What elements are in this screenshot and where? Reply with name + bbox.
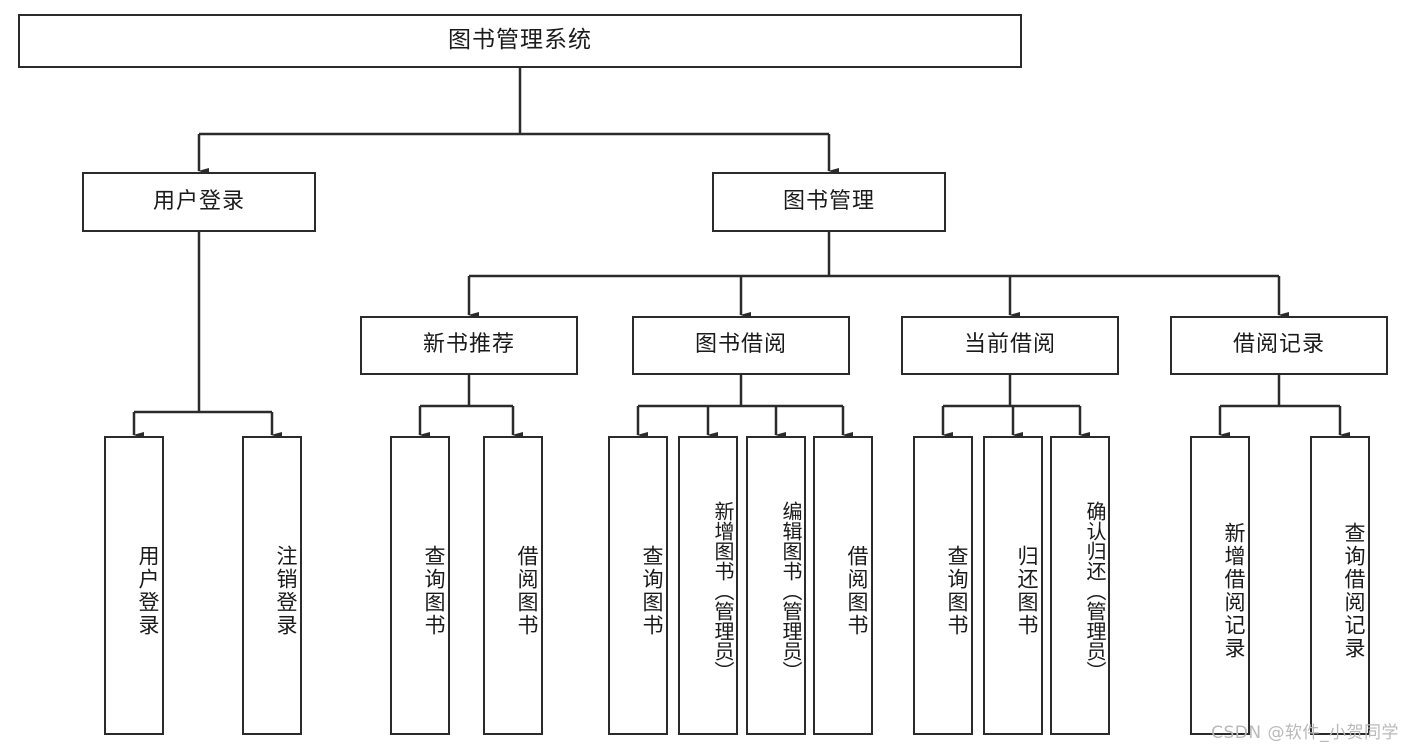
- node-leaf-borrow-book-1-label: 借阅图书: [515, 544, 539, 637]
- node-leaf-user-login[interactable]: 用户登录: [104, 436, 164, 735]
- node-root[interactable]: 图书管理系统: [18, 14, 1022, 68]
- node-leaf-add-record[interactable]: 新增借阅记录: [1190, 436, 1250, 735]
- node-leaf-query-book-3[interactable]: 查询图书: [913, 436, 973, 735]
- node-leaf-edit-book[interactable]: 编辑图书（管理员）: [746, 436, 806, 735]
- node-borrow-record-label: 借阅记录: [1232, 332, 1325, 358]
- node-current-borrow[interactable]: 当前借阅: [901, 316, 1119, 375]
- node-leaf-query-book-1[interactable]: 查询图书: [390, 436, 450, 735]
- node-leaf-return-book-label: 归还图书: [1015, 544, 1039, 637]
- node-leaf-query-book-2[interactable]: 查询图书: [608, 436, 668, 735]
- node-leaf-add-book[interactable]: 新增图书（管理员）: [678, 436, 738, 735]
- node-leaf-user-login-label: 用户登录: [136, 544, 160, 637]
- node-root-label: 图书管理系统: [448, 27, 592, 54]
- node-borrow-record[interactable]: 借阅记录: [1170, 316, 1388, 375]
- watermark-label: CSDN @软件_小贺同学: [1211, 723, 1399, 743]
- node-current-borrow-label: 当前借阅: [963, 332, 1056, 358]
- node-leaf-confirm-return[interactable]: 确认归还（管理员）: [1050, 436, 1110, 735]
- node-leaf-add-record-label: 新增借阅记录: [1222, 521, 1246, 660]
- node-leaf-query-book-1-label: 查询图书: [422, 544, 446, 637]
- node-leaf-logout[interactable]: 注销登录: [242, 436, 302, 735]
- node-book-borrow[interactable]: 图书借阅: [632, 316, 850, 375]
- node-leaf-logout-label: 注销登录: [274, 544, 298, 637]
- node-new-book-rec[interactable]: 新书推荐: [360, 316, 578, 375]
- node-leaf-query-book-2-label: 查询图书: [640, 544, 664, 637]
- node-leaf-query-record[interactable]: 查询借阅记录: [1310, 436, 1370, 735]
- node-user-login[interactable]: 用户登录: [82, 172, 316, 232]
- node-leaf-query-book-3-label: 查询图书: [945, 544, 969, 637]
- node-leaf-edit-book-label: 编辑图书（管理员）: [779, 500, 803, 681]
- node-leaf-borrow-book-1[interactable]: 借阅图书: [483, 436, 543, 735]
- node-book-manage-label: 图书管理: [782, 188, 875, 214]
- node-leaf-query-record-label: 查询借阅记录: [1342, 521, 1366, 660]
- node-user-login-label: 用户登录: [152, 188, 245, 214]
- node-leaf-return-book[interactable]: 归还图书: [983, 436, 1043, 735]
- node-leaf-borrow-book-2[interactable]: 借阅图书: [813, 436, 873, 735]
- node-leaf-add-book-label: 新增图书（管理员）: [711, 500, 735, 681]
- node-book-manage[interactable]: 图书管理: [712, 172, 946, 232]
- node-leaf-borrow-book-2-label: 借阅图书: [845, 544, 869, 637]
- node-leaf-confirm-return-label: 确认归还（管理员）: [1083, 500, 1107, 681]
- node-new-book-rec-label: 新书推荐: [422, 332, 515, 358]
- node-book-borrow-label: 图书借阅: [694, 332, 787, 358]
